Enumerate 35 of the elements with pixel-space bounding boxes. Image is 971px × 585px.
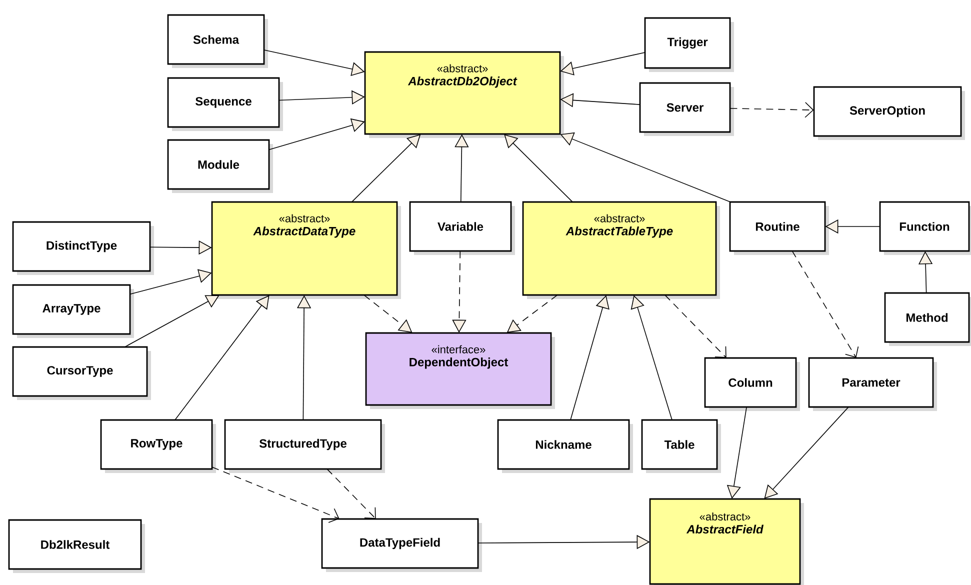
class-box: Db2lkResult bbox=[8, 519, 145, 573]
interface-box: «interface» DependentObject bbox=[365, 332, 555, 409]
class-box: RowType bbox=[100, 419, 216, 473]
abstract-class-box: «abstract» AbstractDataType bbox=[211, 201, 401, 299]
class-box: Column bbox=[704, 357, 800, 411]
class-box: Method bbox=[884, 292, 971, 346]
generalization-arrow bbox=[174, 295, 270, 420]
class-box: ArrayType bbox=[12, 284, 134, 338]
generalization-arrow bbox=[504, 134, 573, 202]
dependency-arrow bbox=[730, 102, 814, 118]
class-box: Variable bbox=[409, 201, 515, 255]
abstract-class-box: «abstract» AbstractField bbox=[649, 498, 804, 585]
dependency-arrow bbox=[792, 250, 859, 358]
class-box: DataTypeField bbox=[321, 518, 482, 572]
class-box: CursorType bbox=[12, 346, 151, 400]
generalization-arrow bbox=[764, 406, 849, 499]
realization-arrow bbox=[364, 294, 412, 333]
class-box: Module bbox=[167, 139, 273, 193]
class-box: Parameter bbox=[808, 357, 937, 411]
class-box: StructuredType bbox=[224, 419, 385, 473]
class-box: Function bbox=[879, 201, 971, 255]
class-box: Trigger bbox=[644, 17, 734, 72]
class-box: Server bbox=[639, 82, 734, 136]
abstract-class-box: «abstract» AbstractDb2Object bbox=[364, 51, 564, 138]
class-box: Schema bbox=[167, 14, 268, 68]
class-box: Routine bbox=[729, 201, 829, 255]
dependency-arrow bbox=[326, 468, 376, 519]
class-box: DistinctType bbox=[12, 221, 154, 275]
dependency-arrow bbox=[212, 466, 340, 523]
abstract-class-box: «abstract» AbstractTableType bbox=[522, 201, 720, 299]
class-box: ServerOption bbox=[813, 86, 965, 140]
class-box: Table bbox=[641, 419, 721, 473]
class-box: Sequence bbox=[167, 77, 283, 131]
class-box: Nickname bbox=[497, 419, 633, 473]
dependency-arrow bbox=[664, 294, 726, 358]
